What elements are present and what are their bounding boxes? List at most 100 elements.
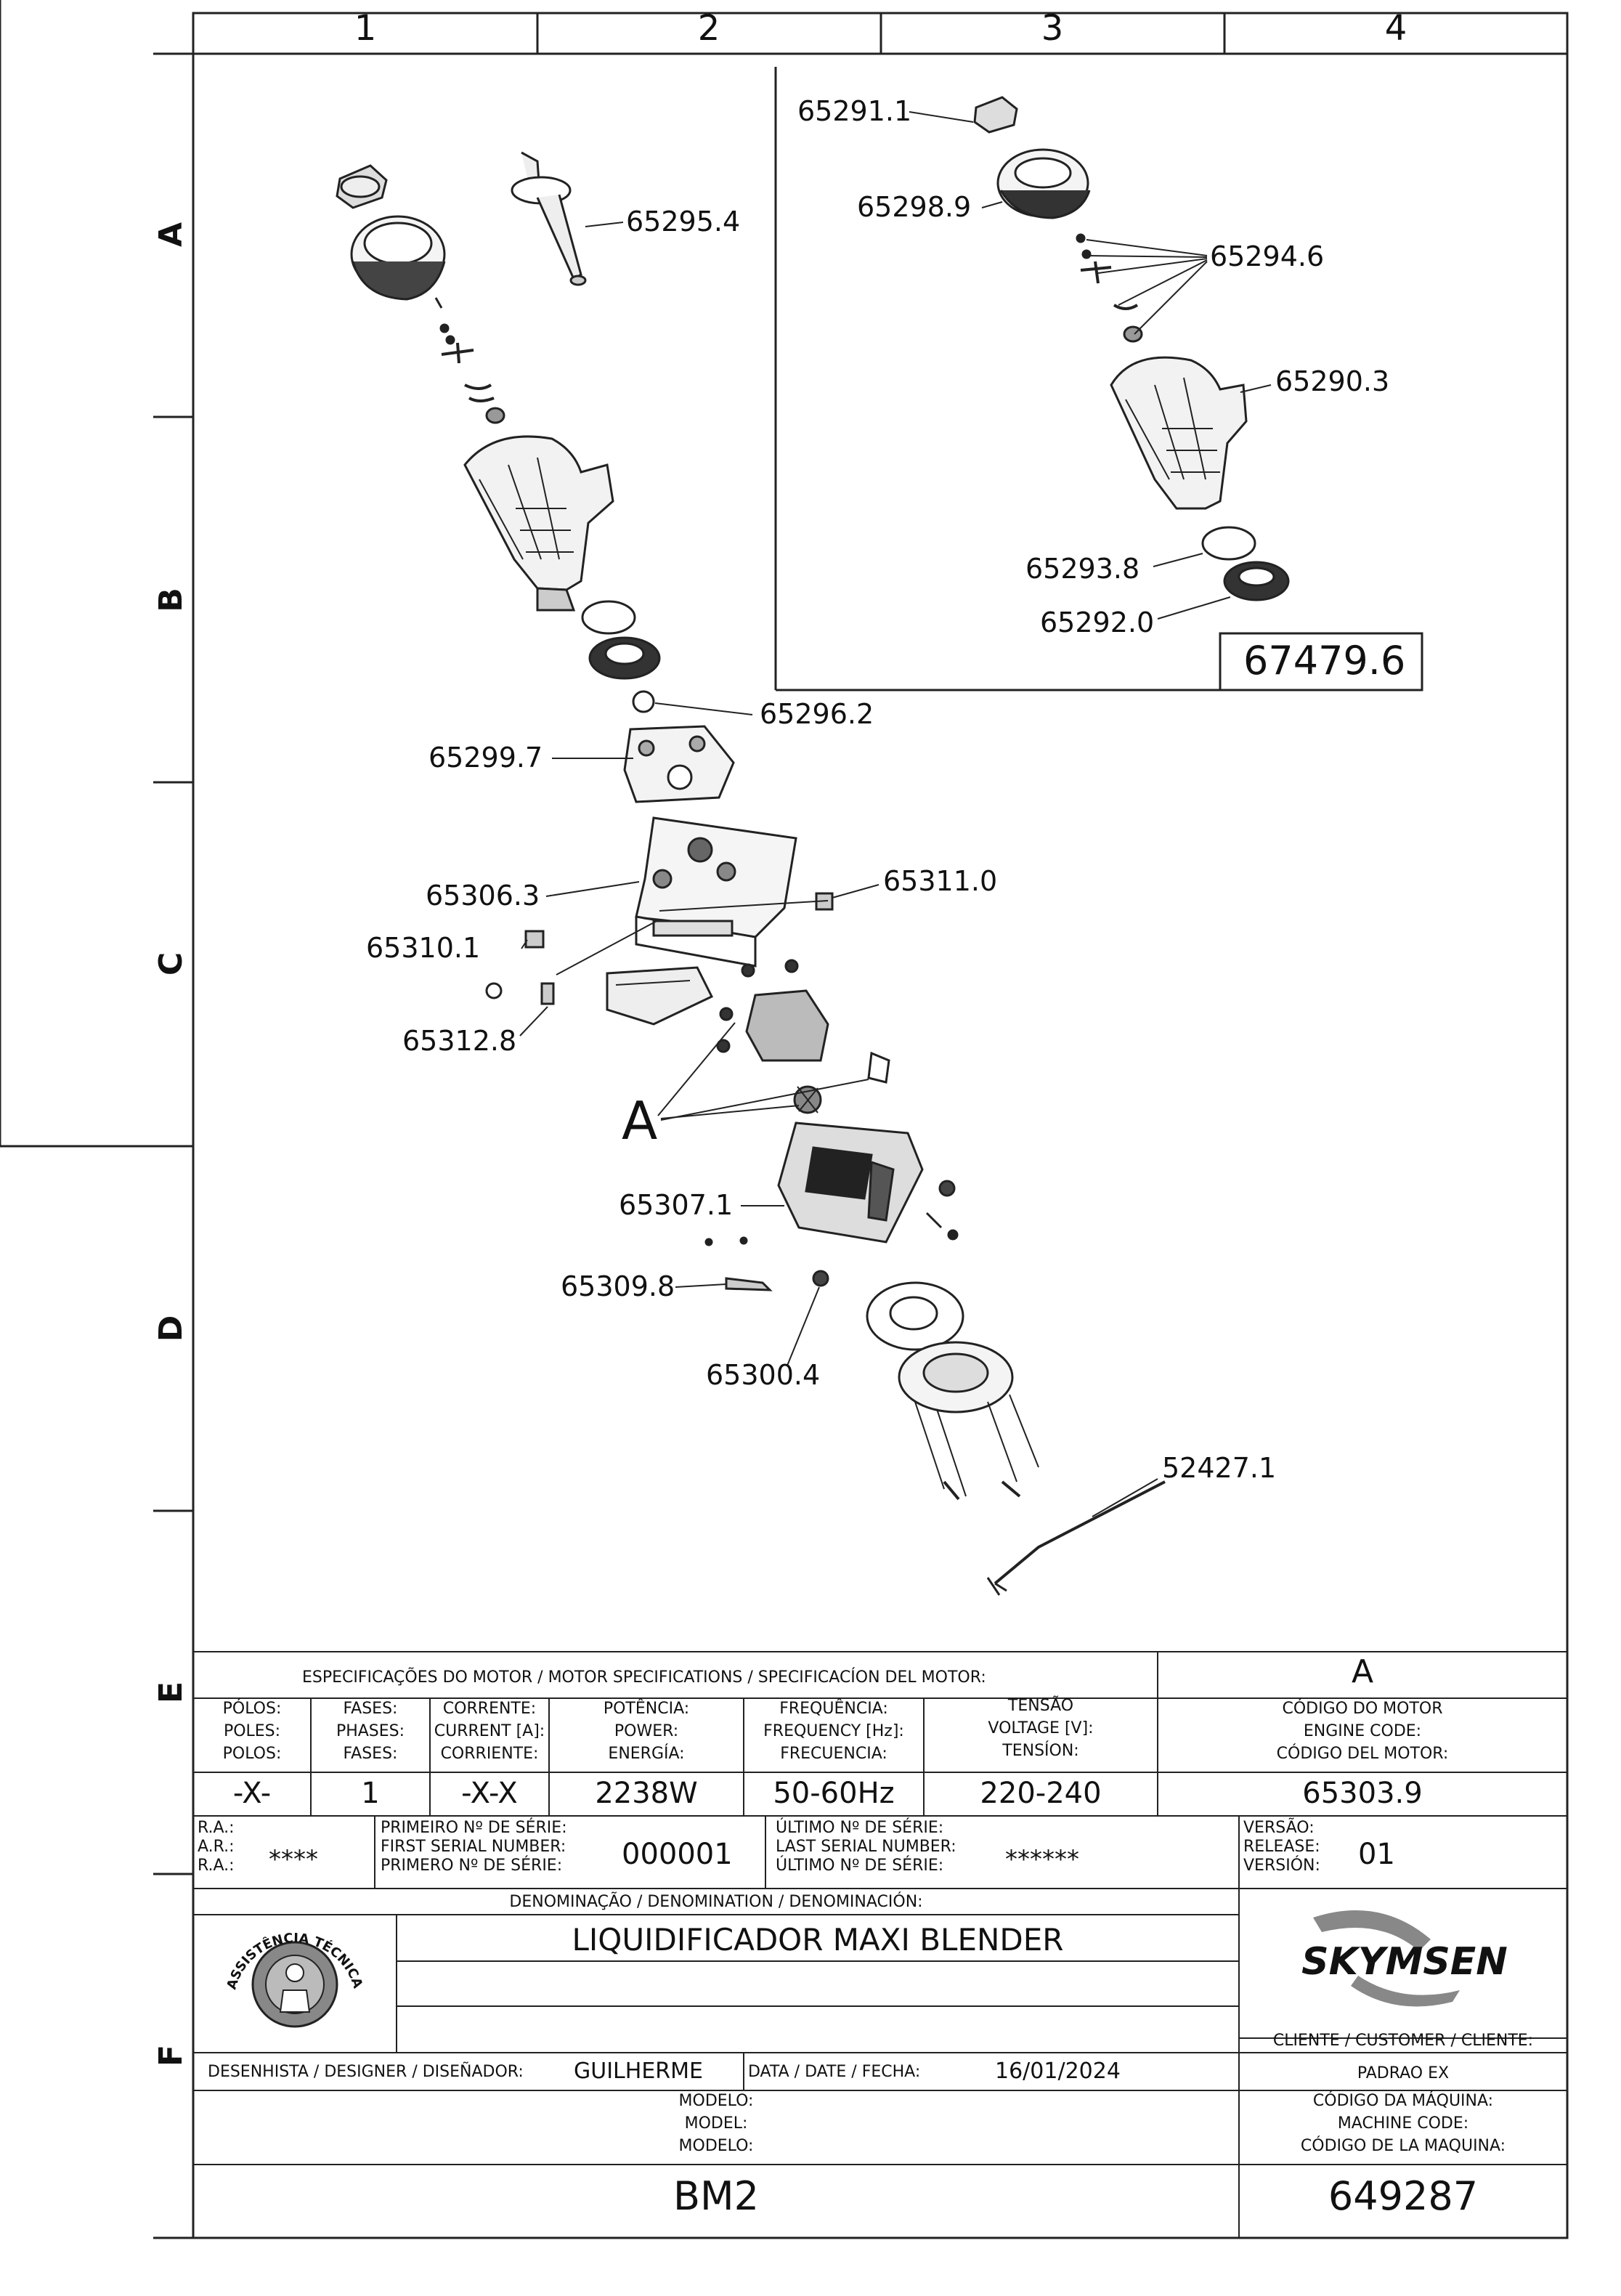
- inset-coupling: [1223, 561, 1290, 601]
- part-control-panel: [606, 966, 714, 1026]
- frequency-value: 50-60Hz: [773, 1777, 895, 1810]
- grid-col-3: 3: [1041, 8, 1064, 49]
- ra-label: R.A.:A.R.:R.A.:: [198, 1819, 235, 1875]
- first-serial-label: PRIMEIRO Nº DE SÉRIE:FIRST SERIAL NUMBER…: [381, 1819, 567, 1875]
- callout-65290-3: 65290.3: [1275, 365, 1389, 397]
- model-value: BM2: [673, 2173, 759, 2219]
- title-block-grid: [193, 1651, 1567, 2238]
- inset-detail-frame: [774, 67, 1423, 691]
- last-serial-value: ******: [1005, 1845, 1079, 1874]
- part-housing-top: [635, 816, 797, 968]
- callout-65299-7: 65299.7: [428, 742, 543, 774]
- callout-65291-1: 65291.1: [797, 95, 911, 127]
- grid-row-e: E: [153, 1682, 190, 1703]
- callout-65309-8: 65309.8: [561, 1270, 675, 1302]
- grid-row-d: D: [153, 1315, 190, 1342]
- exploded-view-main: [336, 151, 1166, 1596]
- poles-value: -X-: [232, 1777, 272, 1810]
- client-value: PADRAO EX: [1357, 2064, 1450, 2082]
- date-label: DATA / DATE / FECHA:: [748, 2063, 921, 2081]
- current-value: -X-X: [461, 1777, 518, 1810]
- part-base-gasket: [866, 1281, 964, 1351]
- part-motor: [716, 959, 890, 1114]
- part-jar: [463, 435, 614, 612]
- brand-name: SKYMSEN: [1301, 1940, 1508, 1984]
- version-label: VERSÃO:RELEASE:VERSIÓN:: [1243, 1819, 1320, 1875]
- designer-label: DESENHISTA / DESIGNER / DISEÑADOR:: [208, 2063, 524, 2081]
- current-label: CORRENTE:CURRENT [A]:CORRIENTE:: [434, 1700, 545, 1763]
- exploded-view-inset: [973, 96, 1290, 601]
- version-value: 01: [1358, 1838, 1395, 1871]
- grid-row-labels: A B C D E F: [153, 222, 190, 2066]
- designer-value: GUILHERME: [574, 2058, 703, 2084]
- part-tamper: [511, 151, 587, 286]
- callout-labels: 65295.4 65291.1 65298.9 65294.6 65290.3 …: [366, 95, 1405, 1484]
- inset-blade-assembly: [1076, 233, 1143, 343]
- inset-gasket: [1201, 526, 1256, 561]
- callout-65294-6: 65294.6: [1210, 240, 1324, 272]
- callout-65293-8: 65293.8: [1025, 553, 1139, 585]
- phases-label: FASES:PHASES:FASES:: [336, 1700, 405, 1763]
- grid-row-c: C: [153, 952, 190, 975]
- callout-65310-1: 65310.1: [366, 932, 480, 964]
- frequency-label: FREQUÊNCIA:FREQUENCY [Hz]:FRECUENCIA:: [763, 1700, 904, 1763]
- power-value: 2238W: [595, 1777, 698, 1810]
- part-power-cord: [986, 1480, 1166, 1596]
- client-label: CLIENTE / CUSTOMER / CLIENTE:: [1272, 2032, 1534, 2050]
- callout-65295-4: 65295.4: [626, 206, 740, 238]
- callout-detail-a: A: [622, 1090, 657, 1151]
- callout-52427-1: 52427.1: [1162, 1452, 1276, 1484]
- inset-jar: [1110, 356, 1248, 510]
- denomination-label: DENOMINAÇÃO / DENOMINATION / DENOMINACIÓ…: [509, 1893, 923, 1911]
- model-label: MODELO:MODEL:MODELO:: [678, 2092, 754, 2155]
- part-gasket: [581, 600, 636, 635]
- callout-67479-6: 67479.6: [1243, 638, 1405, 683]
- inset-lid-cap: [973, 96, 1018, 134]
- brand-logo: SKYMSEN: [1301, 1910, 1508, 2007]
- callout-65306-3: 65306.3: [426, 880, 540, 912]
- power-label: POTÊNCIA:POWER:ENERGÍA:: [603, 1700, 690, 1763]
- part-base: [704, 1121, 959, 1291]
- ra-value: ****: [269, 1845, 318, 1874]
- callout-65300-4: 65300.4: [706, 1359, 820, 1391]
- last-serial-label: ÚLTIMO Nº DE SÉRIE:LAST SERIAL NUMBER:ÚL…: [776, 1819, 956, 1875]
- grid-column-labels: 1 2 3 4: [354, 8, 1407, 49]
- machine-code-value: 649287: [1328, 2173, 1479, 2219]
- phases-value: 1: [361, 1777, 380, 1810]
- denomination-value: LIQUIDIFICADOR MAXI BLENDER: [572, 1922, 1064, 1958]
- grid-row-b: B: [153, 588, 190, 612]
- part-65296-2: [632, 690, 655, 713]
- part-lid-cap: [336, 164, 388, 209]
- callout-65292-0: 65292.0: [1040, 607, 1154, 638]
- grid-col-4: 4: [1385, 8, 1407, 49]
- callout-65312-8: 65312.8: [402, 1025, 516, 1057]
- callout-65307-1: 65307.1: [619, 1189, 733, 1221]
- part-jar-coupling: [588, 636, 661, 680]
- motor-spec-header: ESPECIFICAÇÕES DO MOTOR / MOTOR SPECIFIC…: [302, 1668, 986, 1687]
- engine-code-value: 65303.9: [1302, 1777, 1423, 1810]
- part-lid: [350, 215, 446, 309]
- machine-code-label: CÓDIGO DA MÁQUINA:MACHINE CODE:CÓDIGO DE…: [1300, 2092, 1506, 2155]
- sheet-frame: [0, 0, 1569, 2239]
- callout-65298-9: 65298.9: [857, 191, 971, 223]
- part-blade-assembly: [439, 323, 505, 424]
- grid-row-a: A: [153, 222, 190, 247]
- poles-label: PÓLOS:POLES:POLOS:: [222, 1700, 282, 1763]
- grid-col-1: 1: [354, 8, 377, 49]
- leader-lines: [519, 111, 1272, 1517]
- revision: A: [1351, 1653, 1374, 1690]
- callout-65296-2: 65296.2: [760, 698, 874, 730]
- grid-col-2: 2: [698, 8, 720, 49]
- inset-lid: [996, 148, 1091, 219]
- part-base-plate: [898, 1341, 1039, 1501]
- first-serial-value: 000001: [622, 1838, 733, 1871]
- grid-row-f: F: [153, 2045, 190, 2066]
- voltage-value: 220-240: [980, 1777, 1102, 1810]
- date-value: 16/01/2024: [995, 2058, 1121, 2084]
- part-coupling-pad: [623, 725, 735, 803]
- callout-65311-0: 65311.0: [883, 865, 997, 897]
